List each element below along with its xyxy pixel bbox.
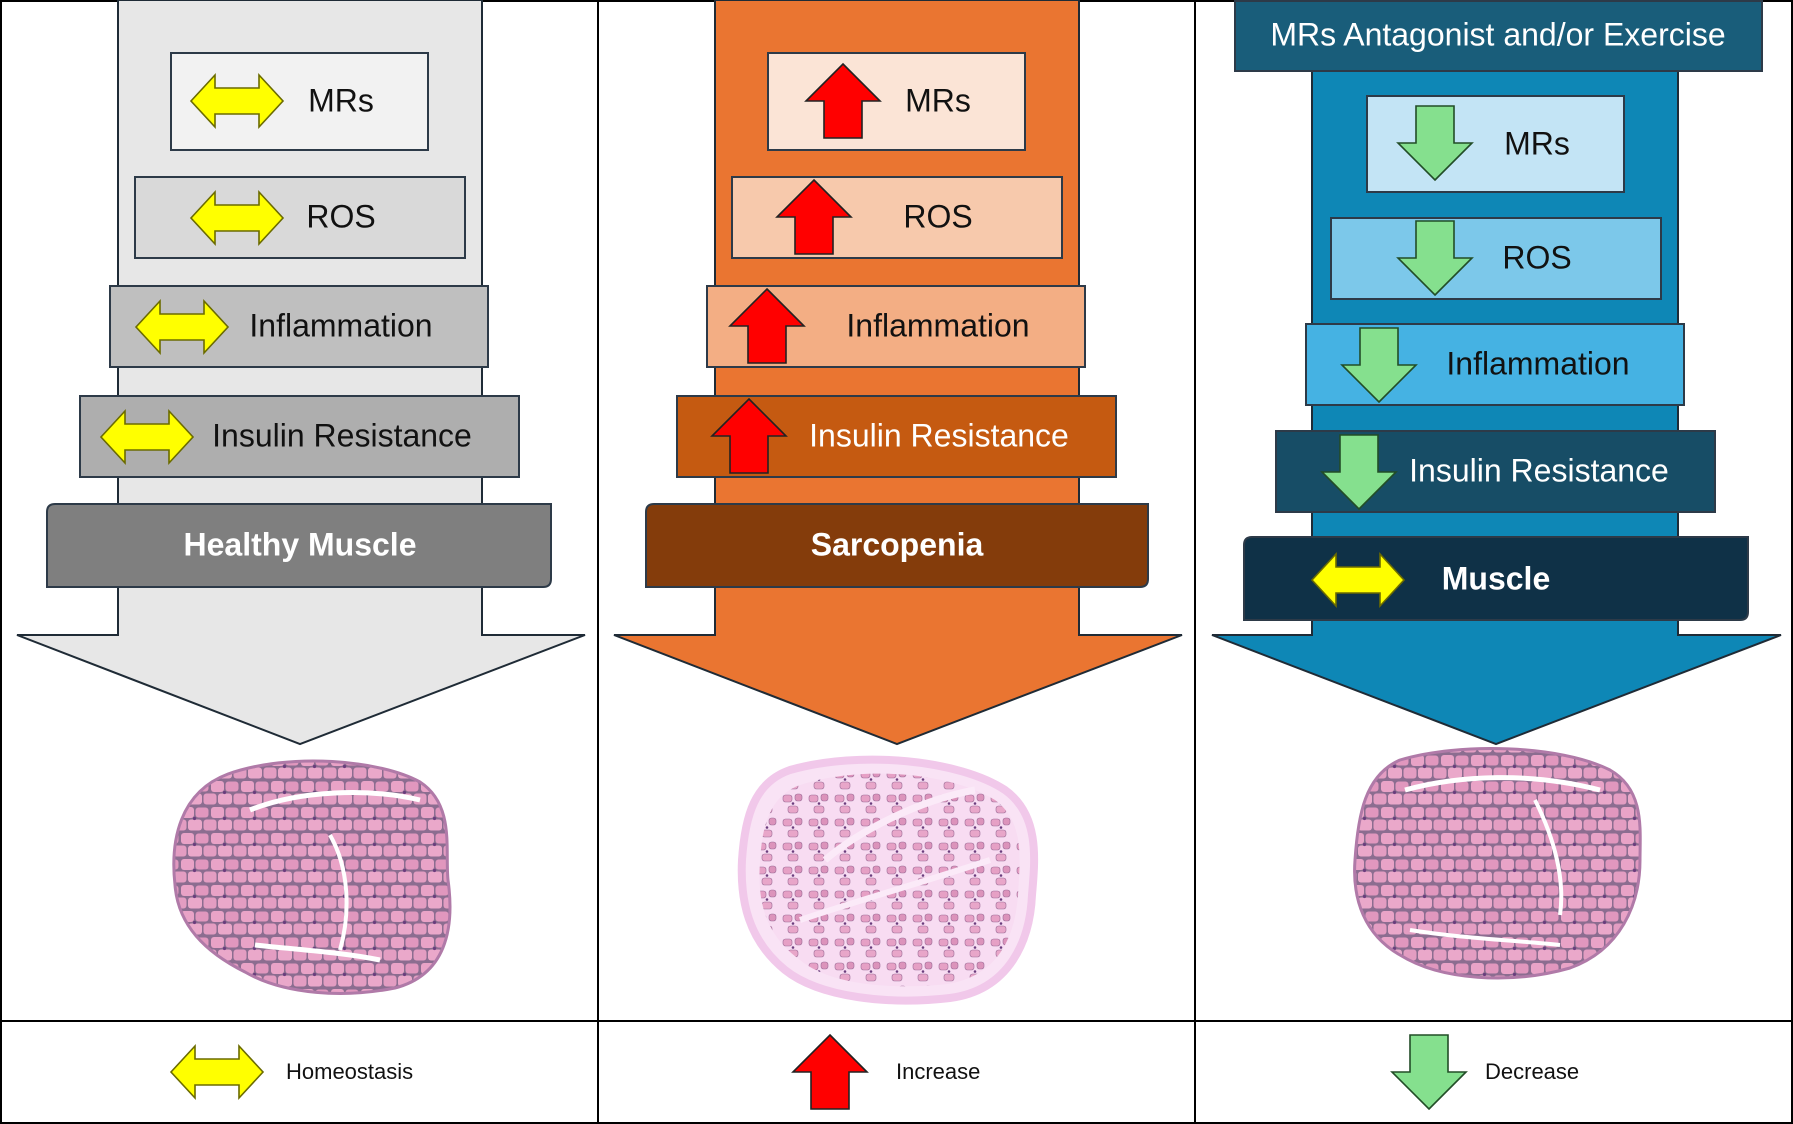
down-arrow-icon bbox=[1391, 1034, 1467, 1110]
legend-item-decrease: Decrease bbox=[1391, 1034, 1579, 1110]
mrs-row: MRs bbox=[1366, 95, 1625, 193]
outcome-box: Sarcopenia bbox=[645, 503, 1149, 588]
insulin-label: Insulin Resistance bbox=[1409, 452, 1669, 488]
outcome-box: Healthy Muscle bbox=[46, 503, 552, 588]
outcome-label: Healthy Muscle bbox=[184, 526, 417, 562]
header-label: MRs Antagonist and/or Exercise bbox=[1270, 16, 1725, 52]
insulin-label: Insulin Resistance bbox=[212, 417, 472, 453]
mrs-row: MRs bbox=[767, 52, 1026, 151]
up-arrow-icon bbox=[792, 1034, 868, 1110]
outcome-label: Sarcopenia bbox=[811, 526, 984, 562]
panel-healthy: MRs ROS Inflammation Insulin Resistance … bbox=[16, 0, 586, 995]
outcome-box: Muscle bbox=[1243, 536, 1749, 621]
double-arrow-icon bbox=[170, 1045, 264, 1099]
ros-label: ROS bbox=[306, 198, 375, 234]
insulin-label: Insulin Resistance bbox=[809, 417, 1069, 453]
insulin-row: Insulin Resistance bbox=[79, 395, 520, 478]
inflammation-label: Inflammation bbox=[1446, 345, 1629, 381]
ros-label: ROS bbox=[903, 198, 972, 234]
mrs-row: MRs bbox=[170, 52, 429, 151]
legend: Homeostasis Increase Decrease bbox=[170, 1034, 1579, 1110]
outcome-label: Muscle bbox=[1442, 560, 1550, 596]
mrs-label: MRs bbox=[905, 82, 971, 118]
panel-sarcopenia: MRs ROS Inflammation Insulin Resistance … bbox=[613, 0, 1183, 1005]
legend-item-homeostasis: Homeostasis bbox=[170, 1045, 413, 1099]
legend-label: Homeostasis bbox=[286, 1059, 413, 1084]
legend-label: Increase bbox=[896, 1059, 980, 1084]
ros-row: ROS bbox=[134, 176, 466, 259]
ros-row: ROS bbox=[1330, 217, 1662, 300]
insulin-row: Insulin Resistance bbox=[1275, 430, 1716, 513]
ros-label: ROS bbox=[1502, 239, 1571, 275]
intervention-header: MRs Antagonist and/or Exercise bbox=[1234, 0, 1763, 72]
panel-treatment: MRs Antagonist and/or Exercise MRs ROS I… bbox=[1211, 0, 1782, 980]
muscle-cross-section bbox=[1353, 747, 1642, 980]
legend-item-increase: Increase bbox=[792, 1034, 980, 1110]
ros-row: ROS bbox=[731, 176, 1063, 259]
inflammation-label: Inflammation bbox=[846, 307, 1029, 343]
inflammation-row: Inflammation bbox=[706, 285, 1086, 368]
mrs-label: MRs bbox=[308, 82, 374, 118]
muscle-cross-section bbox=[737, 755, 1039, 1005]
mrs-label: MRs bbox=[1504, 125, 1570, 161]
inflammation-row: Inflammation bbox=[109, 285, 489, 368]
muscle-cross-section bbox=[172, 759, 452, 995]
inflammation-row: Inflammation bbox=[1305, 323, 1685, 406]
legend-label: Decrease bbox=[1485, 1059, 1579, 1084]
insulin-row: Insulin Resistance bbox=[676, 395, 1117, 478]
inflammation-label: Inflammation bbox=[249, 307, 432, 343]
